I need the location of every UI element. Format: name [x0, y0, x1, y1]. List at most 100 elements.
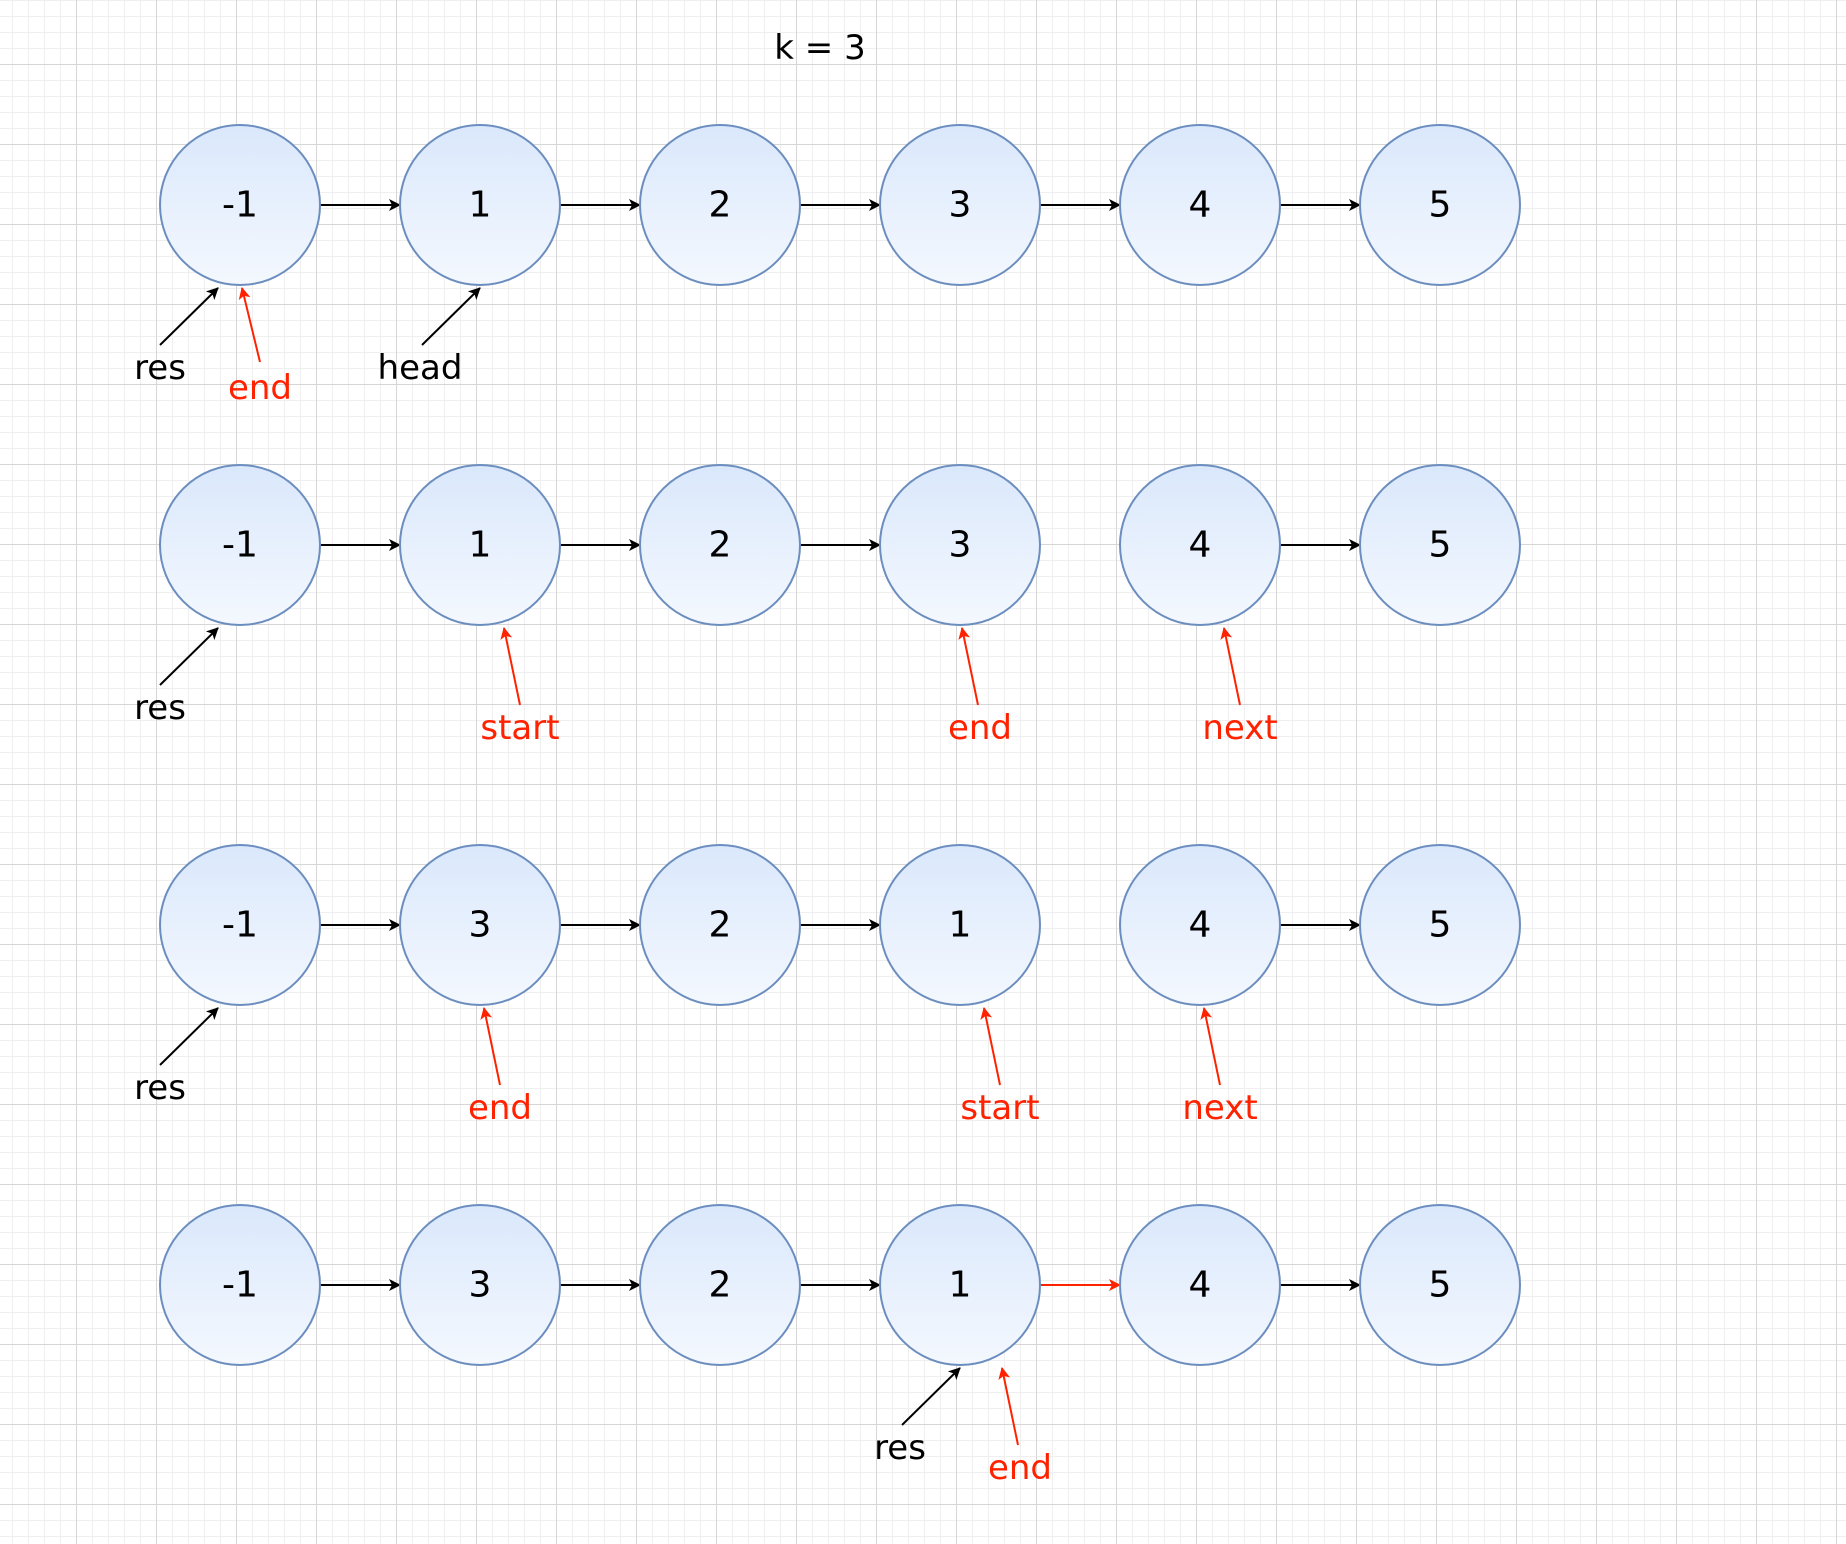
list-node: 3 — [879, 124, 1041, 286]
node-circle — [639, 844, 801, 1006]
pointer-arrow — [1220, 627, 1241, 706]
pointer-label: start — [480, 708, 559, 748]
pointer-label: res — [134, 1068, 186, 1108]
linked-list-row: -1 1 2 3 4 5 res start end next — [134, 464, 1521, 748]
list-node: 4 — [1119, 844, 1281, 1006]
node-value: 3 — [469, 905, 492, 946]
node-circle — [639, 1204, 801, 1366]
pointer-res: res — [134, 627, 219, 728]
node-value: 2 — [709, 905, 732, 946]
list-node: 4 — [1119, 1204, 1281, 1366]
pointer-arrow — [500, 627, 521, 706]
node-circle — [639, 124, 801, 286]
pointer-next: next — [1202, 627, 1278, 748]
pointer-start: start — [960, 1007, 1040, 1128]
pointer-arrow — [980, 1007, 1001, 1086]
list-node: 4 — [1119, 464, 1281, 626]
node-circle — [399, 844, 561, 1006]
pointer-arrow — [159, 1007, 219, 1066]
node-value: 1 — [949, 905, 972, 946]
pointer-label: res — [134, 348, 186, 388]
linked-list-row: -1 3 2 1 4 5 res end start next — [134, 844, 1521, 1128]
node-value: 1 — [949, 1265, 972, 1306]
list-node: 2 — [639, 464, 801, 626]
pointer-label: start — [960, 1088, 1039, 1128]
node-value: 3 — [949, 525, 972, 566]
node-value: 4 — [1189, 905, 1212, 946]
node-value: 2 — [709, 525, 732, 566]
node-circle — [1359, 1204, 1521, 1366]
pointer-label: end — [228, 368, 292, 408]
pointer-label: end — [988, 1448, 1052, 1488]
list-node: 3 — [399, 844, 561, 1006]
node-circle — [159, 844, 321, 1006]
pointer-arrow — [901, 1367, 961, 1426]
pointer-arrow — [238, 287, 261, 363]
node-value: -1 — [222, 905, 258, 946]
pointer-end: end — [988, 1367, 1052, 1488]
list-node: 1 — [879, 844, 1041, 1006]
list-node: -1 — [159, 124, 321, 286]
list-node: 3 — [399, 1204, 561, 1366]
node-circle — [159, 1204, 321, 1366]
node-value: 3 — [469, 1265, 492, 1306]
node-value: 2 — [709, 185, 732, 226]
list-node: 1 — [399, 464, 561, 626]
list-node: 5 — [1359, 844, 1521, 1006]
list-node: 5 — [1359, 124, 1521, 286]
pointer-end: end — [948, 627, 1012, 748]
pointer-end: end — [468, 1007, 532, 1128]
node-circle — [1119, 464, 1281, 626]
node-value: 5 — [1429, 905, 1452, 946]
list-node: 2 — [639, 844, 801, 1006]
list-node: 5 — [1359, 464, 1521, 626]
node-value: 4 — [1189, 185, 1212, 226]
list-node: 5 — [1359, 1204, 1521, 1366]
node-circle — [1119, 1204, 1281, 1366]
node-circle — [879, 844, 1041, 1006]
node-circle — [879, 124, 1041, 286]
node-circle — [1359, 844, 1521, 1006]
pointer-label: end — [948, 708, 1012, 748]
node-value: 4 — [1189, 525, 1212, 566]
list-node: 1 — [879, 1204, 1041, 1366]
node-value: -1 — [222, 1265, 258, 1306]
node-circle — [399, 124, 561, 286]
pointer-label: head — [378, 348, 463, 388]
node-circle — [879, 464, 1041, 626]
node-circle — [639, 464, 801, 626]
pointer-res: res — [874, 1367, 961, 1468]
pointer-head: head — [378, 287, 481, 388]
node-value: -1 — [222, 525, 258, 566]
node-circle — [159, 464, 321, 626]
pointer-label: res — [874, 1428, 926, 1468]
node-value: 5 — [1429, 525, 1452, 566]
pointer-arrow — [159, 287, 219, 346]
node-value: 4 — [1189, 1265, 1212, 1306]
pointer-arrow — [958, 627, 979, 706]
list-node: -1 — [159, 464, 321, 626]
node-circle — [1119, 124, 1281, 286]
node-value: 1 — [469, 525, 492, 566]
node-circle — [399, 1204, 561, 1366]
list-node: 4 — [1119, 124, 1281, 286]
list-node: 2 — [639, 1204, 801, 1366]
node-value: 5 — [1429, 1265, 1452, 1306]
pointer-res: res — [134, 1007, 219, 1108]
pointer-label: next — [1182, 1088, 1257, 1128]
node-value: 3 — [949, 185, 972, 226]
pointer-arrow — [480, 1007, 501, 1086]
node-circle — [1359, 124, 1521, 286]
pointer-label: res — [134, 688, 186, 728]
pointer-label: next — [1202, 708, 1277, 748]
node-value: -1 — [222, 185, 258, 226]
list-node: -1 — [159, 1204, 321, 1366]
pointer-arrow — [159, 627, 219, 686]
pointer-arrow — [1200, 1007, 1221, 1086]
node-circle — [1119, 844, 1281, 1006]
linked-list-row: -1 3 2 1 4 5 res end — [159, 1204, 1521, 1488]
node-circle — [159, 124, 321, 286]
pointer-label: end — [468, 1088, 532, 1128]
